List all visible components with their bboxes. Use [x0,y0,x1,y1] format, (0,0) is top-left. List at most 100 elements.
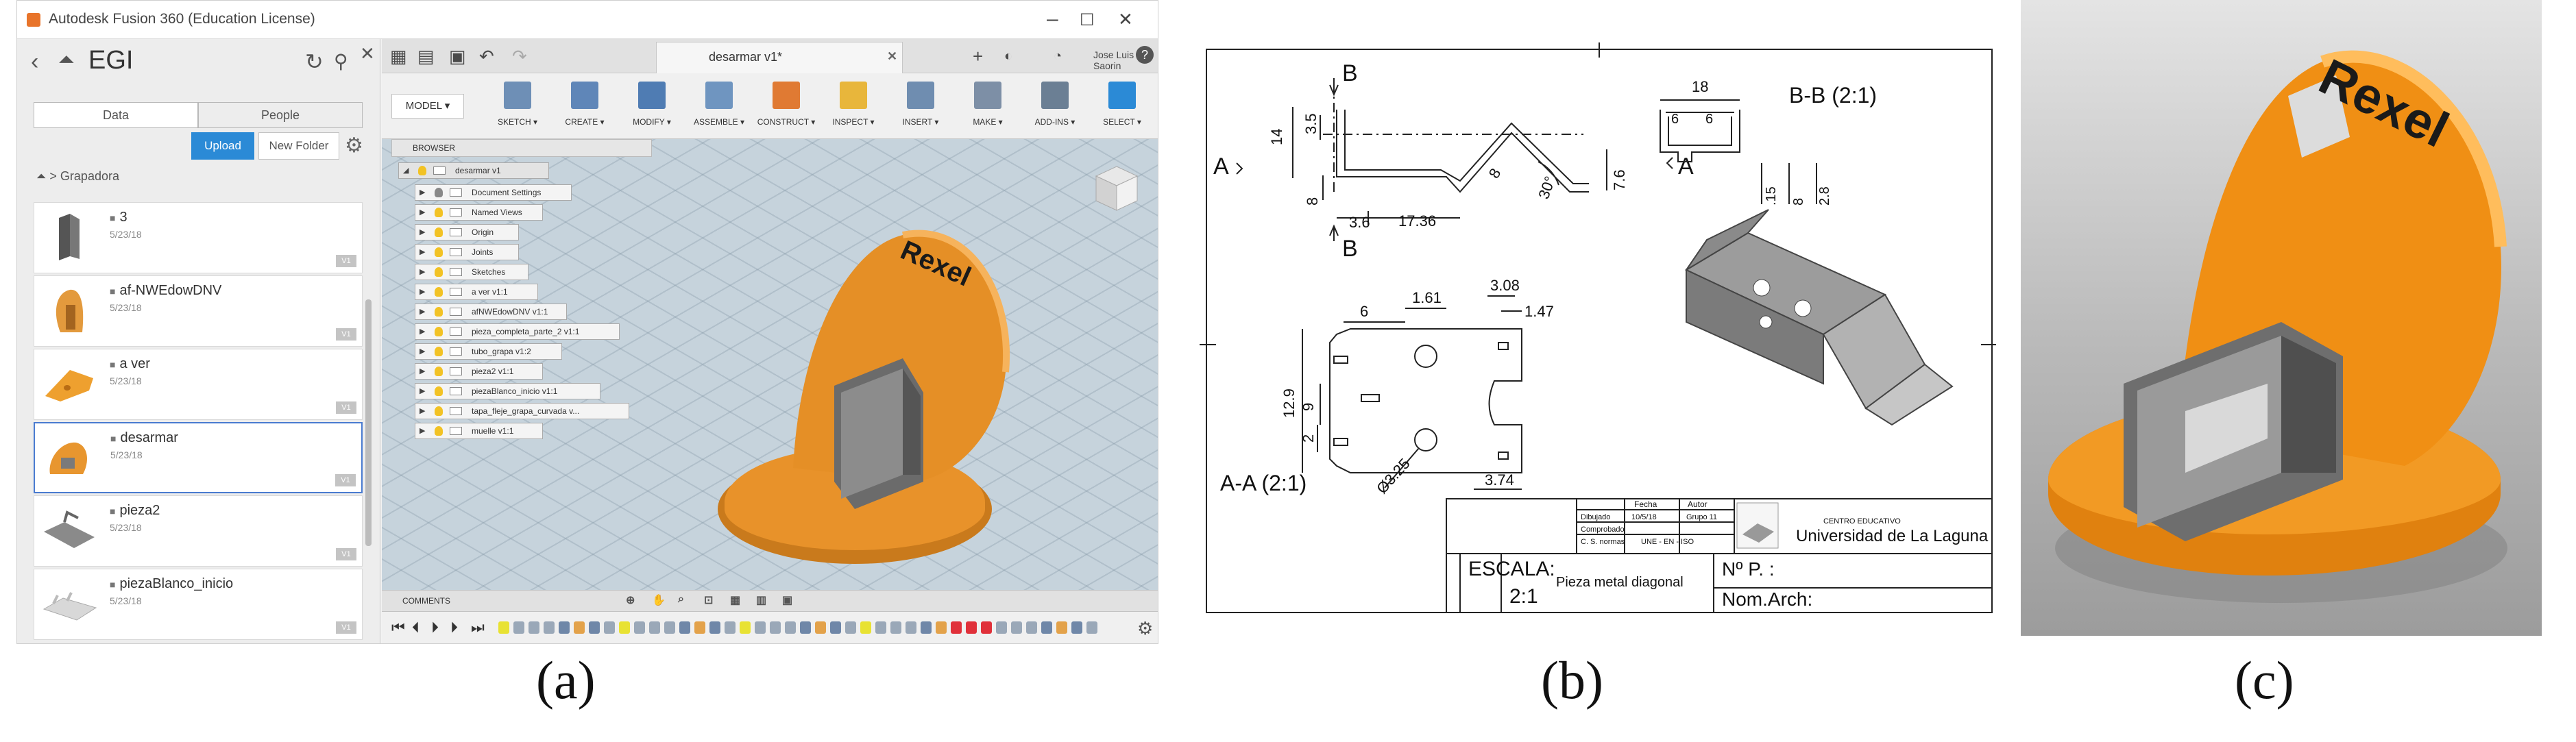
visibility-bulb-icon[interactable] [435,188,443,197]
browser-item[interactable]: ▶Sketches [415,264,528,280]
browser-item[interactable]: ▶piezaBlanco_inicio v1:1 [415,383,600,399]
timeline-step-icon[interactable] [800,621,811,634]
expand-triangle-icon[interactable]: ▶ [420,208,426,217]
version-badge[interactable]: V1 [336,255,356,267]
timeline-step-icon[interactable] [513,621,524,634]
collapse-triangle-icon[interactable]: ◢ [403,166,409,175]
version-badge[interactable]: V1 [336,401,356,414]
stapler-3d-model[interactable]: Rexel [697,187,1054,571]
timeline-step-icon[interactable] [528,621,539,634]
new-tab-icon[interactable]: + [973,46,984,66]
version-badge[interactable]: V1 [336,328,356,341]
visibility-bulb-icon[interactable] [435,386,443,396]
browser-item[interactable]: ▶afNWEdowDNV v1:1 [415,304,567,320]
display-settings-icon[interactable]: ▦ [730,595,741,606]
maximize-button[interactable]: ☐ [1080,11,1095,29]
timeline-step-icon[interactable] [544,621,555,634]
close-tab-icon[interactable]: ✕ [887,49,898,63]
orbit-icon[interactable]: ⊕ [626,595,635,606]
viewports-icon[interactable]: ▣ [782,595,793,606]
visibility-bulb-icon[interactable] [435,367,443,376]
tool-insert[interactable]: INSERT ▾ [888,77,953,136]
visibility-bulb-icon[interactable] [435,426,443,436]
close-panel-icon[interactable]: ✕ [360,43,375,64]
3d-viewport[interactable]: BROWSER ◢ desarmar v1 ▶Document Settings… [382,139,1158,590]
list-item[interactable]: a ver 5/23/18 V1 [34,349,363,420]
timeline-step-icon[interactable] [981,621,992,634]
save-icon[interactable]: ▣ [449,46,466,66]
minimize-button[interactable]: – [1047,8,1058,30]
browser-item[interactable]: ▶pieza2 v1:1 [415,363,543,380]
browser-item[interactable]: ▶tapa_fleje_grapa_curvada v... [415,403,629,419]
undo-icon[interactable]: ↶ [479,46,494,66]
timeline-step-icon[interactable] [936,621,947,634]
pan-icon[interactable]: ✋ [652,595,666,606]
browser-item[interactable]: ▶muelle v1:1 [415,423,543,439]
browser-item[interactable]: ▶tubo_grapa v1:2 [415,343,562,360]
timeline-step-icon[interactable] [559,621,570,634]
timeline-step-icon[interactable] [1026,621,1037,634]
browser-item[interactable]: ▶Origin [415,224,519,240]
timeline-step-icon[interactable] [951,621,962,634]
zoom-icon[interactable]: ⌕ [678,593,684,605]
visibility-bulb-icon[interactable] [435,287,443,297]
step-forward-icon[interactable]: ⏵ [450,619,459,636]
list-item-selected[interactable]: desarmar 5/23/18 V1 [34,422,363,493]
timeline-step-icon[interactable] [1056,621,1067,634]
expand-triangle-icon[interactable]: ▶ [420,288,426,296]
redo-icon[interactable]: ↷ [512,46,527,66]
expand-triangle-icon[interactable]: ▶ [420,248,426,256]
play-icon[interactable]: ⏵ [431,619,439,636]
timeline-step-icon[interactable] [1011,621,1022,634]
tool-create[interactable]: CREATE ▾ [552,77,618,136]
user-name[interactable]: Jose Luis Saorin [1093,49,1134,71]
tab-people[interactable]: People [198,102,363,128]
home-icon[interactable]: ⏶ [36,169,47,183]
timeline-step-icon[interactable] [589,621,600,634]
tool-inspect[interactable]: INSPECT ▾ [821,77,886,136]
tool-construct[interactable]: CONSTRUCT ▾ [753,77,819,136]
timeline-step-icon[interactable] [921,621,932,634]
comments-bar[interactable]: COMMENTS ⊕ ✋ ⌕ ⊡ ▦ ▥ ▣ [382,590,1158,612]
visibility-bulb-icon[interactable] [435,247,443,257]
tool-modify[interactable]: MODIFY ▾ [619,77,685,136]
timeline-step-icon[interactable] [906,621,916,634]
list-item[interactable]: piezaBlanco_inicio 5/23/18 V1 [34,569,363,640]
visibility-bulb-icon[interactable] [418,166,426,175]
timeline-step-icon[interactable] [634,621,645,634]
tab-data[interactable]: Data [34,102,198,128]
refresh-icon[interactable]: ↻ [305,49,324,74]
back-chevron-icon[interactable]: ‹ [31,49,39,75]
list-item[interactable]: 3 5/23/18 V1 [34,202,363,273]
timeline-step-icon[interactable] [996,621,1007,634]
timeline-step-icon[interactable] [770,621,781,634]
help-icon[interactable]: ? [1136,46,1154,64]
timeline-step-icon[interactable] [1041,621,1052,634]
breadcrumb-folder[interactable]: Grapadora [60,169,119,183]
visibility-bulb-icon[interactable] [435,347,443,356]
timeline-step-icon[interactable] [725,621,736,634]
timeline-step-icon[interactable] [619,621,630,634]
expand-triangle-icon[interactable]: ▶ [420,367,426,375]
timeline-step-icon[interactable] [966,621,977,634]
visibility-bulb-icon[interactable] [435,406,443,416]
expand-triangle-icon[interactable]: ▶ [420,407,426,415]
notifications-icon[interactable]: ◔ [1054,49,1062,64]
grid-icon[interactable]: ▦ [390,46,407,66]
expand-triangle-icon[interactable]: ▶ [420,347,426,356]
new-folder-button[interactable]: New Folder [258,132,339,160]
visibility-bulb-icon[interactable] [435,327,443,336]
expand-triangle-icon[interactable]: ▶ [420,268,426,276]
list-item[interactable]: pieza2 5/23/18 V1 [34,495,363,567]
step-back-icon[interactable]: ⏴ [412,619,420,636]
timeline-step-icon[interactable] [830,621,841,634]
browser-item[interactable]: ▶Joints [415,244,519,260]
timeline-step-icon[interactable] [694,621,705,634]
grid-settings-icon[interactable]: ▥ [756,595,767,606]
timeline-step-icon[interactable] [709,621,720,634]
timeline-step-icon[interactable] [815,621,826,634]
project-name[interactable]: EGI [88,46,134,75]
timeline-step-icon[interactable] [890,621,901,634]
go-to-start-icon[interactable]: ⏮ [391,619,405,636]
version-badge[interactable]: V1 [336,548,356,560]
